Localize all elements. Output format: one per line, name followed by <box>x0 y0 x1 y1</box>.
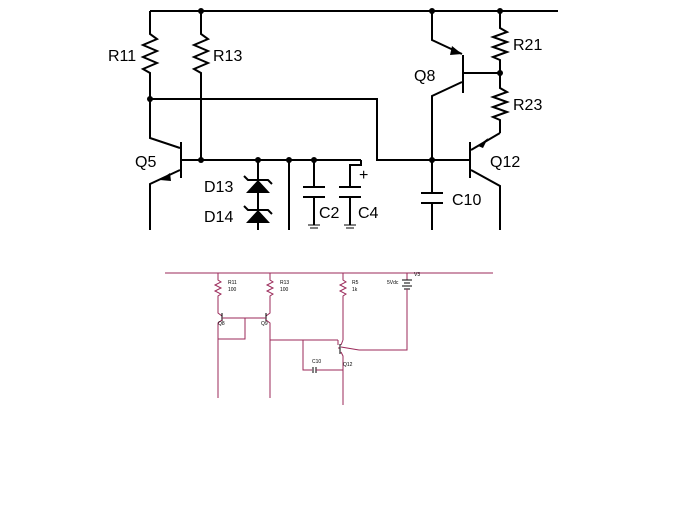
bottom-label-r13: R13 <box>280 280 289 286</box>
transistor-q5 <box>149 99 201 230</box>
bottom-resistor-r5 <box>338 273 348 340</box>
bottom-transistor-q12 <box>337 339 360 405</box>
resistor-r21 <box>490 11 510 73</box>
resistor-r11 <box>140 11 160 99</box>
label-c2: C2 <box>319 205 340 222</box>
top-schematic: R11 R13 Q5 D13 <box>108 8 558 230</box>
bottom-resistor-r13 <box>265 273 275 309</box>
bottom-label-q8: Q8 <box>218 321 225 327</box>
transistor-q12 <box>432 132 501 230</box>
bottom-transistor-q9 <box>245 309 271 398</box>
label-q12: Q12 <box>490 154 520 171</box>
label-r21: R21 <box>513 37 542 54</box>
resistor-r23 <box>490 73 510 133</box>
feedback-wire <box>150 98 432 161</box>
capacitor-c10 <box>421 192 443 204</box>
label-c4: C4 <box>358 205 379 222</box>
bottom-resistor-r11 <box>213 273 223 309</box>
label-q5: Q5 <box>135 154 156 171</box>
bottom-label-c10: C10 <box>312 359 321 365</box>
bottom-label-r5: R5 <box>352 280 359 286</box>
bottom-label-r13-val: 100 <box>280 287 289 293</box>
bottom-label-r11: R11 <box>228 280 237 286</box>
bottom-schematic: R11 100 R13 100 R5 1k V3 5Vdc <box>165 272 493 405</box>
bottom-transistor-q8 <box>217 309 246 398</box>
capacitor-c2 <box>303 160 325 229</box>
label-r13: R13 <box>213 48 242 65</box>
label-q8: Q8 <box>414 68 435 85</box>
label-d13: D13 <box>204 179 233 196</box>
label-r23: R23 <box>513 97 542 114</box>
label-d14: D14 <box>204 209 233 226</box>
bottom-label-q9: Q9 <box>261 321 268 327</box>
label-c10: C10 <box>452 192 481 209</box>
bottom-label-v3-val: 5Vdc <box>387 280 399 286</box>
bottom-label-q12: Q12 <box>343 362 353 368</box>
bottom-battery-v3 <box>359 273 412 351</box>
bottom-label-r11-val: 100 <box>228 287 237 293</box>
junction-dot <box>198 157 204 163</box>
label-plus: + <box>359 167 368 184</box>
label-r11: R11 <box>108 48 136 65</box>
bottom-label-v3: V3 <box>414 272 420 278</box>
resistor-r13 <box>191 11 211 160</box>
capacitor-c4 <box>339 160 362 229</box>
zener-d13-d14 <box>243 160 273 230</box>
bottom-label-r5-val: 1k <box>352 287 358 293</box>
bottom-wire-c10 <box>270 339 312 371</box>
bottom-capacitor-c10 <box>312 367 343 373</box>
transistor-q8 <box>431 11 500 230</box>
